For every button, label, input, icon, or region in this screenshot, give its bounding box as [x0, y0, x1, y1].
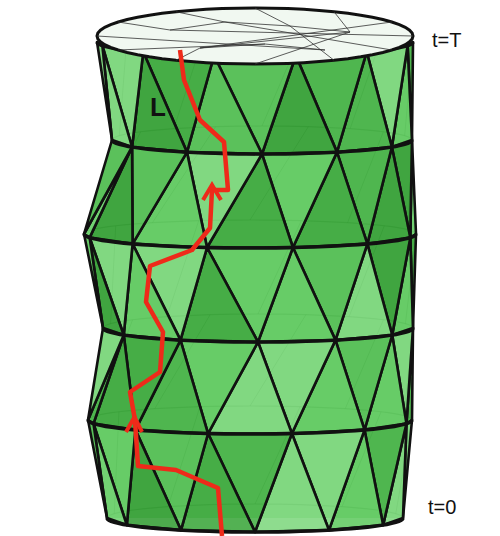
top-edge: [290, 26, 334, 60]
top-face: [97, 8, 413, 64]
time-slice: [103, 328, 413, 342]
top-edge: [290, 26, 350, 32]
top-edge: [255, 8, 290, 26]
arrowhead: [203, 185, 221, 200]
top-edge: [225, 22, 290, 26]
top-edge: [200, 22, 392, 48]
arrowhead: [126, 417, 142, 432]
loop-label: L: [150, 94, 166, 120]
time-label: t=0: [428, 497, 456, 517]
triangle: [88, 328, 124, 420]
triangle: [132, 147, 187, 244]
worldline: [130, 50, 228, 536]
time-slice: [107, 518, 403, 532]
top-edge: [170, 22, 225, 30]
triangle: [84, 140, 132, 234]
triangle: [88, 420, 107, 518]
top-edge: [265, 44, 325, 50]
time-label: t=T: [432, 30, 461, 50]
time-slice: [84, 234, 416, 248]
top-edge: [200, 44, 265, 48]
top-edge: [200, 32, 350, 48]
triangle: [84, 234, 103, 328]
top-edge: [176, 12, 225, 22]
time-slice: [112, 140, 412, 154]
top-edge: [118, 22, 170, 30]
front-faces: [84, 42, 416, 532]
top-disc: [97, 8, 413, 64]
triangle: [97, 42, 112, 140]
